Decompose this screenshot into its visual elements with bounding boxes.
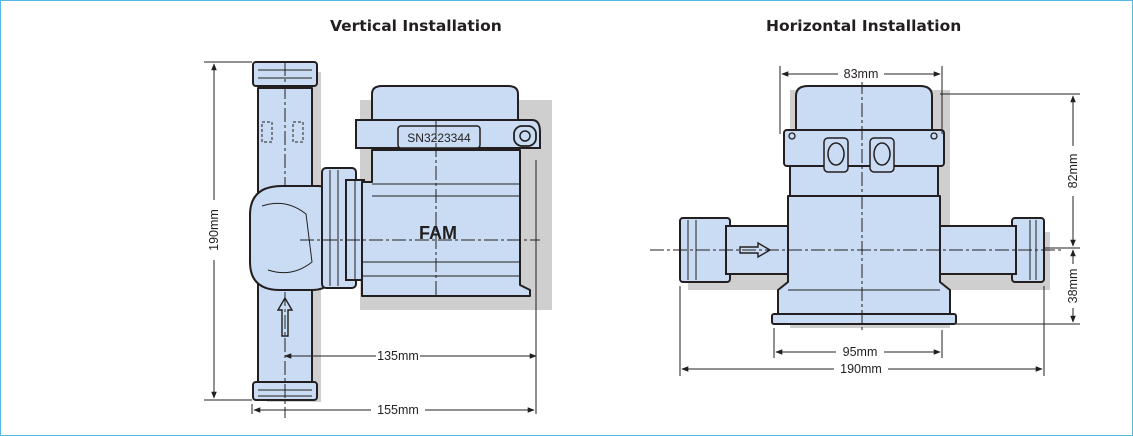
top-width-83mm-label: 83mm [844, 67, 879, 81]
serial-number-label: SN3223344 [407, 131, 471, 145]
horizontal-meter-drawing [650, 80, 1062, 330]
length-190mm-label: 190mm [840, 362, 882, 376]
serial-plate [397, 125, 481, 149]
depth-135mm-label: 135mm [377, 349, 419, 363]
brand-label: FAM [419, 223, 457, 243]
vertical-meter-drawing: SN3223344 FAM [249, 61, 552, 418]
height-190mm-label: 190mm [207, 209, 221, 251]
vertical-installation-title: Vertical Installation [330, 17, 502, 35]
meter-body [361, 149, 531, 297]
horizontal-installation-title: Horizontal Installation [766, 17, 962, 35]
meter-connector [321, 167, 365, 289]
height-38mm-label: 38mm [1066, 269, 1080, 304]
horizontal-meter-body [777, 195, 951, 319]
bottom-width-95mm-label: 95mm [843, 345, 878, 359]
depth-155mm-label: 155mm [377, 403, 419, 417]
horizontal-cap [795, 85, 933, 131]
meter-cap [371, 85, 519, 123]
flow-arrow-up-icon [276, 296, 294, 337]
flow-arrow-right-icon [739, 241, 772, 259]
height-82mm-label: 82mm [1066, 154, 1080, 189]
horizontal-register [783, 129, 945, 167]
